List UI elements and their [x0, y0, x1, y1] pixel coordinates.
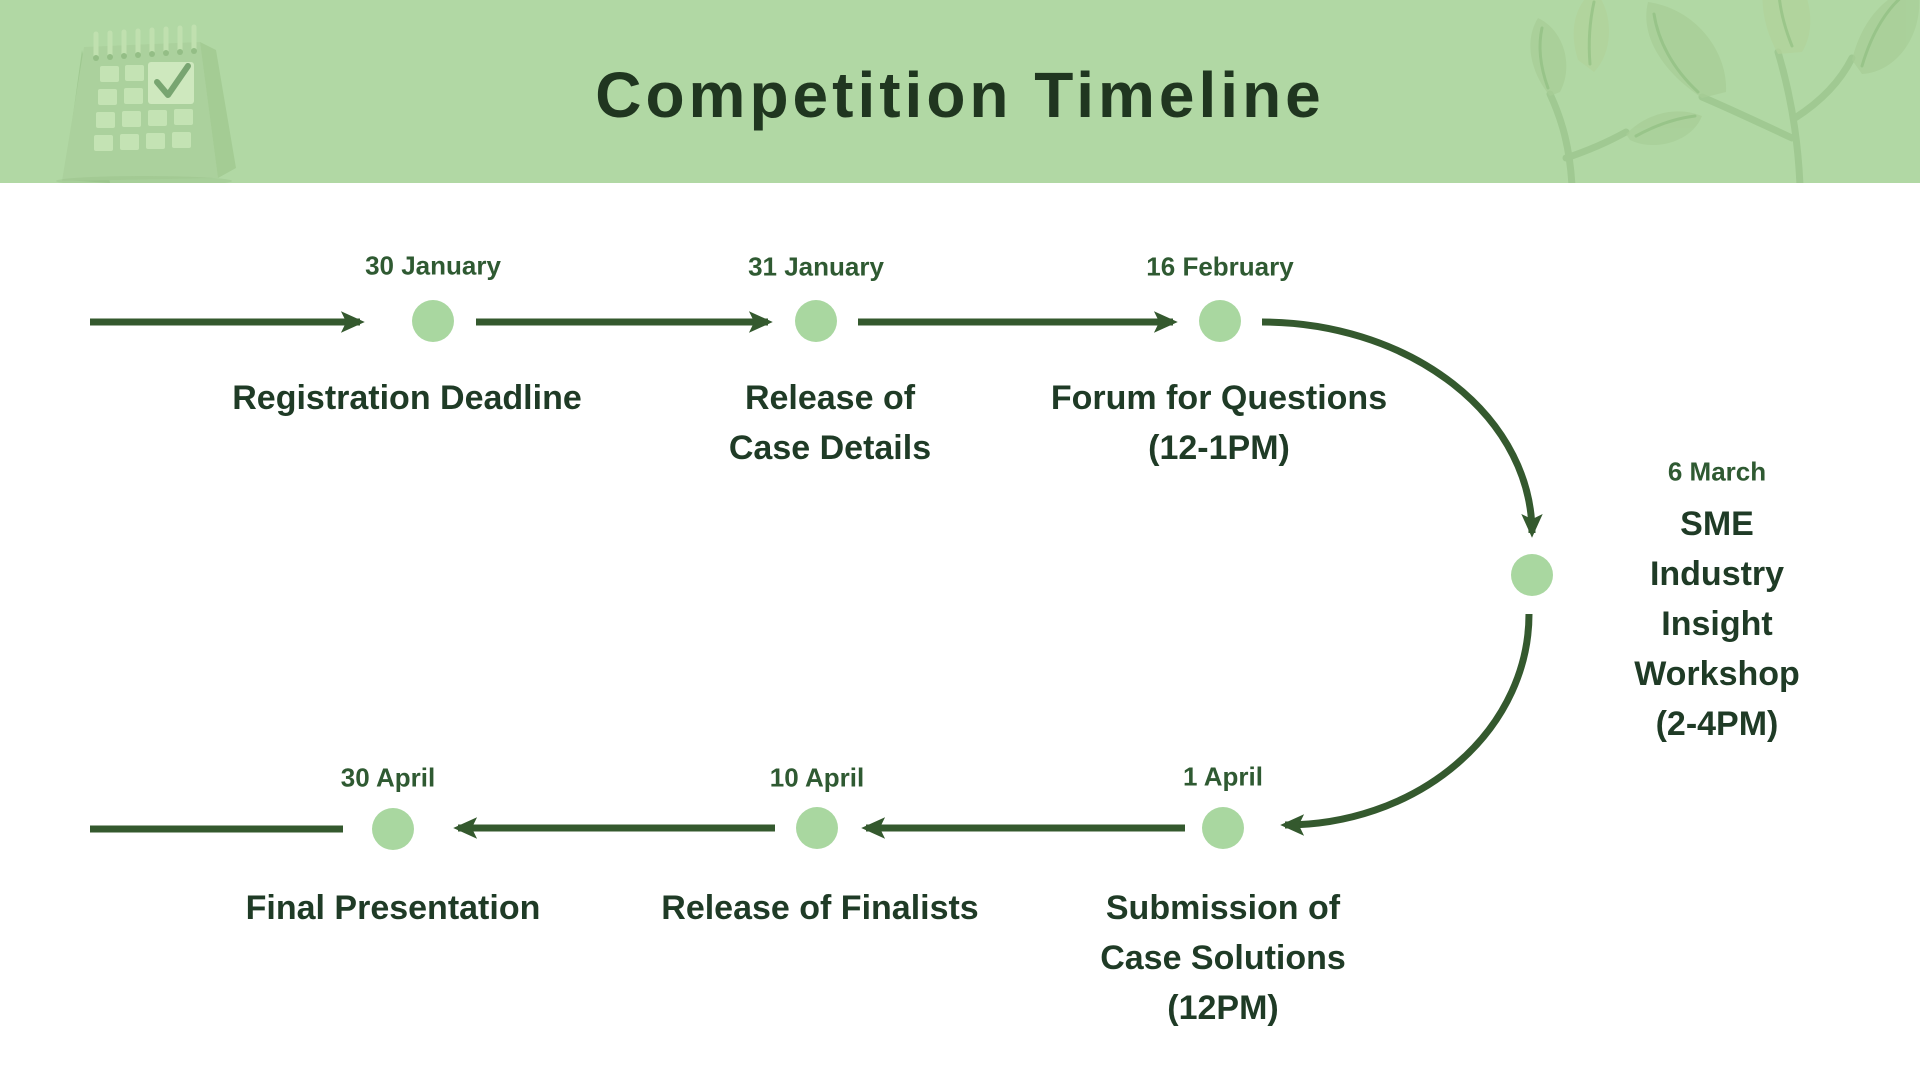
- event-date: 30 January: [365, 250, 501, 281]
- timeline-dot-6: [796, 807, 838, 849]
- event-date: 16 February: [1146, 251, 1294, 282]
- event-date: 31 January: [748, 251, 884, 282]
- connector-curve-down: [1261, 318, 1543, 538]
- timeline-dot-5: [1202, 807, 1244, 849]
- timeline-dot-7: [372, 808, 414, 850]
- page-title: Competition Timeline: [595, 59, 1325, 131]
- event-date: 10 April: [769, 762, 865, 793]
- event-label: Release of Case Details: [728, 379, 932, 467]
- calendar-icon: [56, 24, 236, 183]
- event-label: SME Industry Insight Workshop (2-4PM): [1634, 505, 1800, 743]
- event-date: 1 April: [1183, 761, 1263, 792]
- header-banner: Competition Timeline: [0, 0, 1920, 183]
- timeline-dot-4: [1511, 554, 1553, 596]
- timeline-dot-2: [795, 300, 837, 342]
- event-label: Release of Finalists: [661, 889, 979, 927]
- connector-curve-left: [1280, 613, 1533, 836]
- event-label: Final Presentation: [245, 889, 541, 927]
- plant-leaves-icon: [1530, 0, 1920, 183]
- event-label: Submission of Case Solutions (12PM): [1100, 889, 1346, 1027]
- timeline-dot-3: [1199, 300, 1241, 342]
- event-label: Registration Deadline: [232, 379, 582, 417]
- timeline-dot-1: [412, 300, 454, 342]
- event-label: Forum for Questions (12-1PM): [1050, 379, 1388, 467]
- event-date: 30 April: [340, 762, 436, 793]
- event-date: 6 March: [1667, 456, 1767, 487]
